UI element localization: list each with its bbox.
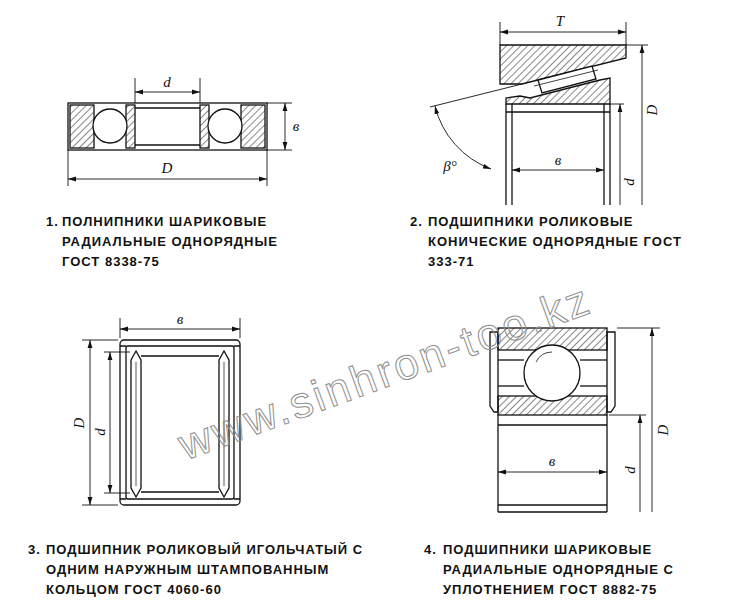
bore-line — [135, 107, 200, 108]
needle-axis — [136, 362, 137, 486]
outer-ring — [70, 105, 94, 148]
bore-line — [603, 104, 604, 205]
caption-number: 4. — [424, 540, 437, 560]
extension-line — [267, 150, 268, 186]
cage-line — [534, 70, 598, 86]
bore-line — [135, 144, 200, 145]
dimension-line — [135, 92, 200, 93]
ball-bearing-section — [68, 103, 267, 150]
caption-text: ПОДШИПНИКИ РОЛИКОВЫЕ КОНИЧЕСКИЕ ОДНОРЯДН… — [428, 212, 686, 272]
dimension-lines — [498, 328, 660, 512]
bearing-outline — [68, 103, 267, 150]
needle — [131, 351, 141, 497]
caption-text: ПОДШИПНИК РОЛИКОВЫЙ ИГОЛЬЧАТЫЙ С ОДНИМ Н… — [46, 540, 398, 600]
dimension-label: d — [93, 426, 108, 438]
bore-line — [505, 104, 506, 205]
ball — [208, 109, 242, 143]
bore-line — [498, 504, 607, 505]
dimension-line — [512, 170, 604, 171]
extension-line — [104, 352, 130, 353]
ball — [93, 109, 127, 143]
watermark: www.sinhron-too.kz — [172, 275, 598, 469]
dimension-line — [500, 32, 626, 33]
dimension-label: d — [623, 464, 638, 476]
cage-line — [580, 359, 607, 360]
extension-line — [82, 505, 118, 506]
cage-line — [498, 385, 524, 386]
extension-line — [610, 104, 624, 105]
inner-line — [141, 491, 219, 492]
dimension-label: D — [645, 103, 660, 118]
extension-line — [104, 493, 130, 494]
ball-shading — [536, 352, 552, 362]
seal — [607, 332, 615, 412]
dimension-line — [90, 340, 91, 505]
caption-number: 3. — [28, 540, 41, 560]
bore-line — [498, 424, 607, 425]
outer-ring — [241, 105, 265, 148]
bore-line — [506, 111, 610, 112]
extension-line — [68, 150, 69, 186]
caption-text: ПОДШИПНИКИ ШАРИКОВЫЕ РАДИАЛЬНЫЕ ОДНОРЯДН… — [443, 540, 715, 600]
inner-line — [141, 355, 219, 356]
extension-line — [200, 78, 201, 103]
dimension-lines — [430, 22, 648, 205]
dimension-line — [652, 328, 653, 512]
dimension-line — [110, 352, 111, 493]
bore-line — [609, 104, 610, 205]
dimension-line — [642, 45, 643, 205]
dimension-label: D — [656, 423, 671, 438]
extension-line — [500, 22, 501, 45]
bore-line — [606, 415, 607, 512]
extension-line — [82, 340, 118, 341]
extension-line — [267, 103, 292, 104]
dimension-line — [620, 104, 621, 205]
extension-line — [120, 318, 121, 338]
bore-line — [497, 415, 498, 512]
tapered-bearing-section — [500, 45, 626, 205]
dimension-label: в — [553, 153, 564, 168]
cage-line — [498, 359, 524, 360]
extension-line — [267, 150, 292, 151]
extension-line — [617, 328, 660, 329]
cage-line — [580, 385, 607, 386]
dimension-line — [285, 103, 286, 150]
dimension-lines — [68, 78, 292, 186]
dimension-label: в — [175, 312, 186, 327]
dimension-label: D — [160, 161, 175, 176]
dimension-label: d — [161, 75, 173, 90]
dimension-label: d — [622, 176, 637, 188]
angle-label: β° — [441, 159, 458, 174]
caption-text: ПОЛНИПНИКИ ШАРИКОВЫЕ РАДИАЛЬНЫЕ ОДНОРЯДН… — [62, 212, 312, 272]
dimension-line — [120, 329, 240, 330]
extension-line — [240, 318, 241, 338]
extension-line — [626, 45, 648, 46]
dimension-label: в — [291, 119, 302, 134]
bore-line — [498, 511, 607, 512]
dimension-line — [640, 415, 641, 512]
caption-number: 1. — [46, 212, 59, 232]
dimension-label: T — [554, 14, 566, 29]
dimension-line — [498, 472, 607, 473]
dimension-label: D — [72, 416, 87, 431]
roller — [538, 66, 596, 93]
extension-line — [626, 22, 627, 45]
angle-line — [430, 84, 522, 107]
dimension-line — [68, 179, 267, 180]
caption-number: 2. — [410, 212, 423, 232]
sealed-bearing-section — [490, 328, 615, 512]
ball — [524, 345, 580, 401]
extension-line — [135, 78, 136, 103]
bore-line — [511, 104, 512, 205]
dimension-label: в — [547, 454, 558, 469]
